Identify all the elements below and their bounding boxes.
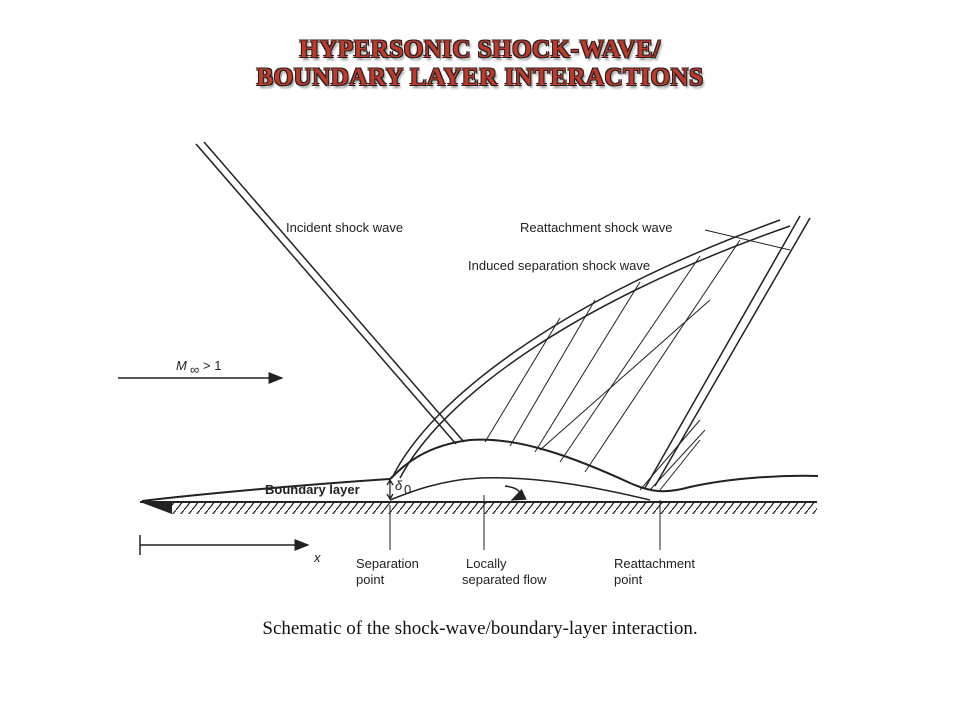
label-induced-separation-shock: Induced separation shock wave: [468, 258, 650, 273]
compression-lines: [639, 419, 706, 491]
label-reattachment-shock: Reattachment shock wave: [520, 220, 672, 235]
mach-condition: > 1: [203, 358, 221, 373]
label-separation-point-2: point: [356, 572, 385, 587]
label-reattachment-point-2: point: [614, 572, 643, 587]
separated-region-line: [389, 477, 651, 501]
x-axis-arrow: [139, 535, 310, 555]
wall-plate: [140, 501, 817, 514]
thickness-marker: [386, 478, 394, 501]
slide-title: HYPERSONIC SHOCK-WAVE/ BOUNDARY LAYER IN…: [0, 36, 960, 92]
slide-title-line-1: HYPERSONIC SHOCK-WAVE/: [299, 36, 661, 63]
label-x-axis: x: [313, 550, 321, 565]
label-locally-separated-1: Locally: [466, 556, 507, 571]
label-delta: δ 0: [395, 478, 411, 497]
label-separation-point-1: Separation: [356, 556, 419, 571]
figure-caption: Schematic of the shock-wave/boundary-lay…: [262, 618, 698, 639]
expansion-fan-lines: [484, 239, 741, 473]
label-locally-separated-2: separated flow: [462, 572, 547, 587]
separation-shock-line: [391, 219, 791, 479]
slide-title-line-2: BOUNDARY LAYER INTERACTIONS: [256, 64, 704, 91]
label-mach: M ∞ > 1: [176, 358, 221, 377]
reattachment-shock-line: [644, 215, 811, 489]
recirculation-arrow: [504, 485, 527, 501]
incident-shock-line: [195, 141, 465, 445]
delta-symbol: δ: [395, 478, 403, 493]
boundary-layer-edge: [141, 438, 819, 502]
mach-symbol: M: [176, 358, 187, 373]
label-reattachment-point-1: Reattachment: [614, 556, 695, 571]
leader-lines: [389, 229, 791, 550]
label-incident-shock: Incident shock wave: [286, 220, 403, 235]
delta-subscript: 0: [404, 482, 411, 497]
mach-subscript: ∞: [190, 362, 199, 377]
label-boundary-layer: Boundary layer: [265, 482, 360, 497]
